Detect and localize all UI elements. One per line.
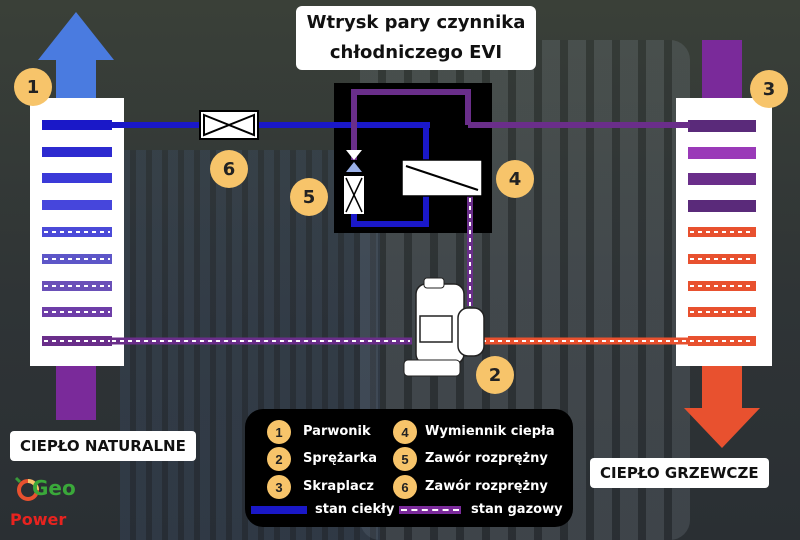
badge-4-heat-exchanger: 4 (496, 160, 534, 198)
legend-label-4: Wymiennik ciepła (425, 424, 555, 439)
legend-label-5: Zawór rozprężny (425, 451, 548, 466)
legend-badge-1: 1 (267, 420, 291, 444)
condenser-tubes (688, 120, 756, 346)
badge-3-condenser: 3 (750, 70, 788, 108)
title-line2: chłodniczego EVI (329, 42, 503, 63)
expansion-valve-6 (199, 110, 259, 140)
badge-6-valve: 6 (210, 150, 248, 188)
badge-5-valve: 5 (290, 178, 328, 216)
legend-badge-3: 3 (267, 475, 291, 499)
compressor-2 (403, 277, 485, 377)
heat-exchanger-4 (401, 159, 483, 197)
title-line1: Wtrysk pary czynnika (306, 12, 526, 33)
badge-1-evaporator: 1 (14, 68, 52, 106)
gas-line-evi-loop (351, 89, 471, 160)
legend-badge-2: 2 (267, 447, 291, 471)
logo-text-bottom: Power (10, 510, 67, 529)
logo-text-top: Geo (32, 476, 76, 500)
legend-gas-label: stan gazowy (471, 502, 563, 517)
legend-label-1: Parwonik (303, 424, 371, 439)
legend-badge-4: 4 (393, 420, 417, 444)
legend-liquid-swatch (251, 506, 307, 514)
legend: 1 Parwonik 2 Sprężarka 3 Skraplacz 4 Wym… (245, 409, 573, 527)
badge-2-compressor: 2 (476, 356, 514, 394)
geo-power-logo: Geo Power (8, 476, 78, 536)
legend-label-2: Sprężarka (303, 451, 378, 466)
logo-mark (14, 476, 39, 501)
left-heat-label: CIEPŁO NATURALNE (10, 431, 196, 461)
legend-badge-6: 6 (393, 475, 417, 499)
legend-label-6: Zawór rozprężny (425, 479, 548, 494)
left-arrow-head-up (38, 12, 114, 60)
expansion-valve-5 (344, 150, 364, 214)
diagram-title: Wtrysk pary czynnika chłodniczego EVI (296, 6, 536, 70)
right-heat-label: CIEPŁO GRZEWCZE (590, 458, 769, 488)
legend-label-3: Skraplacz (303, 479, 374, 494)
legend-badge-5: 5 (393, 447, 417, 471)
legend-gas-swatch (399, 506, 461, 514)
right-arrow-head-down (684, 408, 760, 448)
evaporator-tubes (42, 120, 112, 346)
legend-liquid-label: stan ciekły (315, 502, 395, 517)
